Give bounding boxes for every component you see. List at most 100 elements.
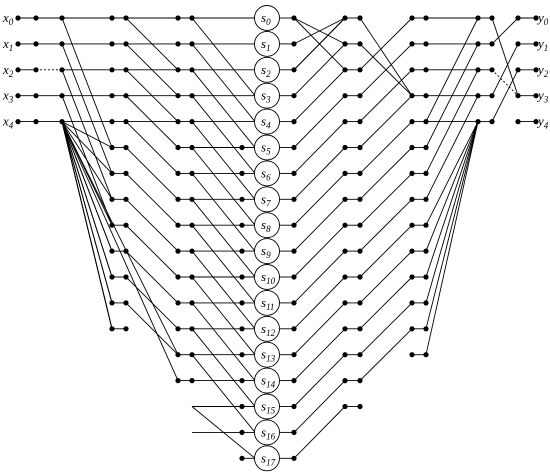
junction-dot xyxy=(342,248,348,254)
edge xyxy=(359,224,413,278)
edge xyxy=(125,302,179,356)
junction-dot xyxy=(291,403,297,410)
junction-dot xyxy=(515,41,521,47)
edge xyxy=(191,354,256,433)
edge xyxy=(359,69,413,122)
output-index: 2 xyxy=(544,69,549,79)
junction-dot xyxy=(123,15,129,21)
junction-dot xyxy=(423,274,429,280)
junction-dot xyxy=(123,326,129,332)
state-node xyxy=(254,30,280,57)
edge xyxy=(425,95,479,200)
edge xyxy=(425,121,479,278)
junction-dot xyxy=(109,119,115,125)
junction-dot xyxy=(189,378,195,384)
junction-dot xyxy=(123,144,129,151)
junction-dot xyxy=(291,170,297,176)
junction-dot xyxy=(357,93,363,99)
junction-dot xyxy=(342,378,348,384)
edge xyxy=(191,276,256,355)
junction-dot xyxy=(291,15,297,21)
junction-dot xyxy=(475,67,481,73)
edge xyxy=(293,406,346,459)
edge xyxy=(359,121,413,174)
junction-dot xyxy=(291,222,297,228)
state-node-index: 3 xyxy=(265,95,271,105)
edge xyxy=(191,43,256,122)
edge xyxy=(425,121,479,252)
state-node-label: s6 xyxy=(261,165,271,182)
junction-dot xyxy=(291,326,297,332)
state-node xyxy=(254,212,280,239)
junction-dot xyxy=(409,144,415,151)
output-label: y0 xyxy=(536,10,549,27)
junction-dot xyxy=(357,222,363,228)
junction-dot xyxy=(33,15,39,21)
junction-dot xyxy=(239,274,245,280)
junction-dot xyxy=(109,93,115,99)
state-node xyxy=(254,393,280,420)
state-node-index: 11 xyxy=(266,302,274,312)
junction-dot xyxy=(175,248,181,254)
output-label: y3 xyxy=(536,88,549,105)
junction-dot xyxy=(409,300,415,306)
junction-dot xyxy=(59,93,65,99)
junction-dot xyxy=(123,222,129,228)
edge xyxy=(191,224,256,304)
junction-dot xyxy=(533,15,539,21)
edge xyxy=(125,276,179,330)
state-node-label: s1 xyxy=(261,36,271,53)
junction-dot xyxy=(109,222,115,228)
junction-dot xyxy=(291,274,297,280)
state-node xyxy=(254,289,280,316)
junction-dot xyxy=(123,93,129,99)
edge xyxy=(359,276,413,330)
junction-dot xyxy=(33,67,39,73)
state-node-index: 12 xyxy=(266,328,276,338)
junction-dot xyxy=(123,274,129,280)
junction-dot xyxy=(342,15,348,21)
edge xyxy=(491,43,519,96)
edge xyxy=(61,17,113,148)
input-label: x0 xyxy=(2,10,14,27)
junction-dot xyxy=(409,170,415,176)
junction-dot xyxy=(109,67,115,73)
junction-dot xyxy=(342,222,348,228)
edge xyxy=(293,43,346,97)
edge xyxy=(61,121,179,381)
junction-dot xyxy=(475,93,481,99)
junction-dot xyxy=(357,248,363,254)
junction-dot xyxy=(409,326,415,332)
junction-dot xyxy=(475,41,481,47)
junction-dot xyxy=(409,67,415,73)
junction-dot xyxy=(423,170,429,176)
junction-dot xyxy=(15,15,21,21)
junction-dot xyxy=(533,67,539,73)
junction-dot xyxy=(475,119,481,125)
junction-dot xyxy=(189,300,195,306)
edge xyxy=(293,354,346,407)
junction-dot xyxy=(175,93,181,99)
state-node-label: s0 xyxy=(261,10,271,27)
edge xyxy=(293,380,346,433)
junction-dot xyxy=(291,119,297,125)
junction-dot xyxy=(291,144,297,151)
junction-dot xyxy=(59,119,65,125)
edge xyxy=(425,121,479,226)
junction-dot xyxy=(291,196,297,202)
junction-dot xyxy=(175,352,181,358)
junction-dot xyxy=(423,41,429,47)
edge xyxy=(359,95,413,148)
junction-dot xyxy=(109,15,115,21)
junction-dot xyxy=(342,326,348,332)
junction-dot xyxy=(342,119,348,125)
junction-dot xyxy=(423,196,429,202)
state-node-label: s5 xyxy=(261,140,271,157)
state-node xyxy=(254,186,280,213)
junction-dot xyxy=(357,41,363,47)
edge xyxy=(293,276,346,330)
state-node xyxy=(254,82,280,109)
state-node xyxy=(254,419,280,446)
junction-dot xyxy=(342,196,348,202)
